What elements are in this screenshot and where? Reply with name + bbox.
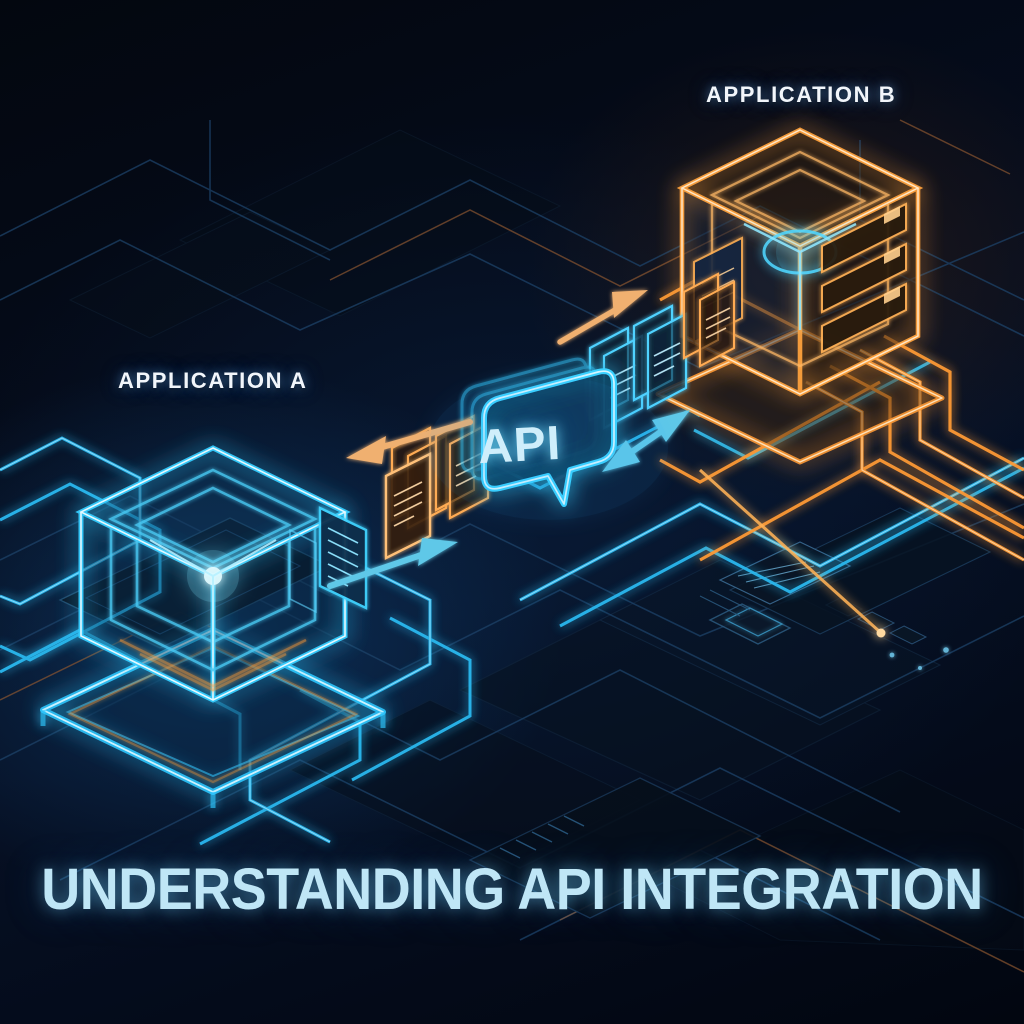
application-b-label: APPLICATION B (706, 82, 897, 107)
grid-block-right (728, 507, 992, 635)
orange-beam-node (698, 468, 886, 638)
page-title: UNDERSTANDING API INTEGRATION (41, 857, 983, 922)
arrow-request-right (327, 538, 458, 589)
application-a-label: APPLICATION A (118, 368, 308, 393)
ic-block-bottom (468, 777, 762, 919)
arrow-to-app-b (557, 290, 648, 345)
app-b-server-racks (821, 202, 907, 354)
app-a-platform (40, 627, 386, 808)
pcb-slabs (68, 129, 1024, 951)
document-stack-far-right (682, 272, 736, 368)
app-a-inner-panel (289, 528, 317, 614)
circuit-trace-orange-core (805, 349, 1024, 561)
api-bubble-label: API (476, 416, 563, 475)
api-bubble-glow (428, 376, 668, 520)
app-a-cube (75, 445, 368, 703)
doc-block-right (718, 541, 852, 605)
app-a-orange-accent (119, 638, 307, 692)
app-a-core-glow (149, 539, 277, 650)
